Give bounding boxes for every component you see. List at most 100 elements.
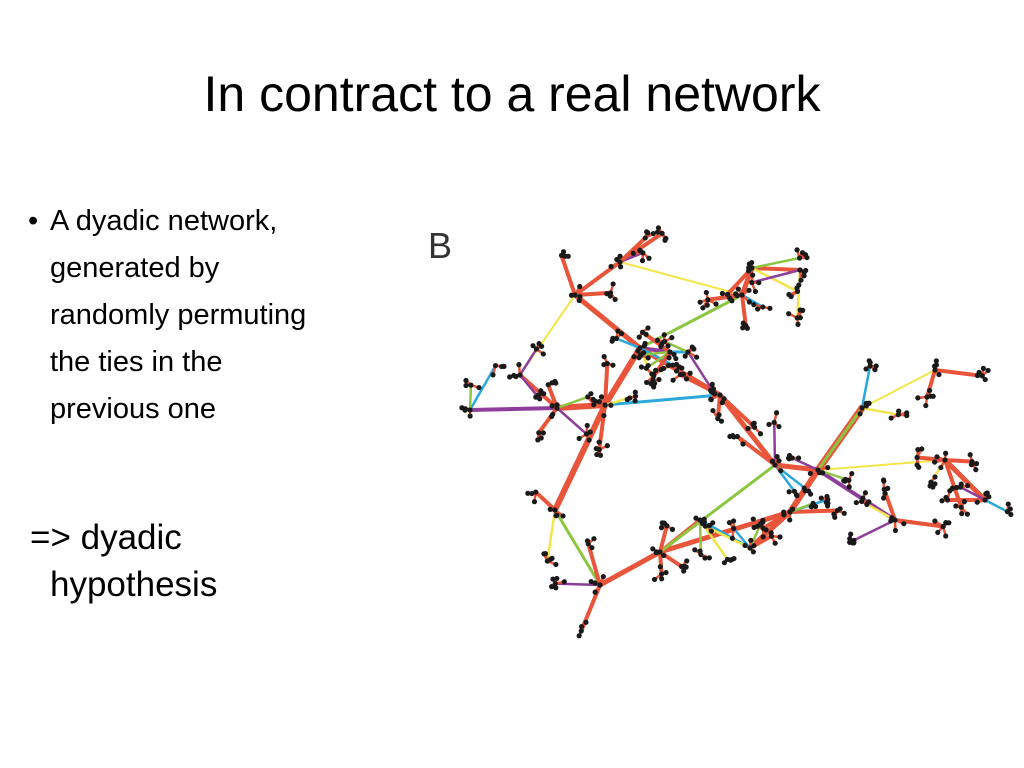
network-node [923, 402, 929, 409]
network-node [882, 490, 888, 496]
network-node [683, 564, 689, 570]
network-node [926, 387, 933, 394]
network-node [658, 571, 665, 577]
network-edge [959, 485, 987, 502]
network-node [786, 311, 792, 317]
network-node [724, 291, 731, 297]
network-edge [790, 456, 820, 472]
network-node [584, 422, 590, 429]
network-node [729, 535, 736, 541]
network-node [639, 258, 646, 264]
network-node [953, 503, 959, 509]
network-node [750, 516, 756, 522]
network-node [901, 521, 907, 527]
network-node [657, 564, 663, 570]
network-node [507, 374, 513, 380]
network-node [739, 292, 745, 298]
network-node [916, 464, 922, 470]
network-node [618, 330, 625, 337]
network-node [552, 507, 558, 513]
network-node [631, 354, 637, 360]
network-node [749, 259, 755, 266]
network-node [914, 454, 920, 461]
network-node [552, 580, 558, 587]
network-edge [663, 340, 690, 354]
network-node [576, 435, 582, 442]
network-node [588, 578, 594, 585]
network-node [976, 369, 982, 376]
network-node [673, 368, 680, 374]
network-edge [615, 337, 642, 350]
network-node [585, 541, 591, 547]
network-edge [554, 402, 608, 411]
network-node [687, 370, 693, 376]
network-node [873, 363, 879, 369]
network-node [881, 486, 887, 492]
network-node [463, 382, 469, 389]
network-node [705, 297, 711, 303]
network-node [658, 525, 665, 531]
network-node [577, 283, 583, 290]
network-node [751, 543, 757, 549]
network-node [924, 394, 930, 400]
network-node [751, 302, 757, 308]
network-node [958, 504, 964, 510]
network-node [671, 351, 677, 358]
network-node [974, 499, 980, 505]
network-node [935, 529, 941, 536]
network-node [794, 247, 800, 253]
network-edge [750, 256, 801, 270]
network-node [517, 372, 523, 378]
network-node [787, 509, 793, 515]
network-node [638, 364, 645, 370]
network-node [572, 292, 578, 298]
network-node [560, 513, 566, 519]
network-node [627, 395, 633, 401]
network-node [550, 576, 556, 582]
network-node [841, 510, 847, 516]
network-edge [750, 266, 802, 272]
network-node [718, 418, 725, 424]
network-node [846, 484, 852, 490]
network-edge [518, 347, 538, 377]
network-node [652, 380, 658, 386]
network-node [684, 558, 690, 564]
network-node [554, 512, 560, 518]
network-node [679, 563, 685, 570]
network-node [554, 575, 560, 582]
network-node [708, 528, 714, 534]
network-node [549, 403, 555, 409]
network-node [768, 533, 775, 539]
network-node [801, 273, 807, 279]
network-node [846, 477, 852, 483]
network-figure [459, 225, 1014, 639]
network-node [982, 376, 988, 383]
bullet-line: generated by [50, 252, 220, 284]
network-edge [468, 364, 497, 412]
network-node [750, 549, 756, 555]
network-node [735, 286, 741, 292]
network-node [544, 558, 550, 564]
network-node [592, 589, 598, 595]
network-node [585, 394, 591, 400]
network-edge [603, 361, 610, 407]
network-node [589, 545, 595, 551]
network-node [934, 454, 940, 460]
network-node [608, 263, 614, 270]
network-node [673, 355, 679, 362]
network-node [769, 458, 776, 464]
network-node [919, 446, 925, 452]
network-node [615, 328, 621, 334]
network-node [608, 290, 614, 296]
network-node [661, 332, 667, 338]
network-node [750, 272, 756, 278]
network-node [724, 556, 731, 562]
network-node [747, 545, 753, 551]
network-node [767, 305, 773, 311]
network-node [682, 353, 688, 359]
network-edge [772, 462, 821, 473]
network-node [866, 499, 872, 505]
network-node [939, 498, 945, 504]
network-node [766, 421, 772, 428]
slide-title: In contract to a real network [203, 66, 821, 122]
